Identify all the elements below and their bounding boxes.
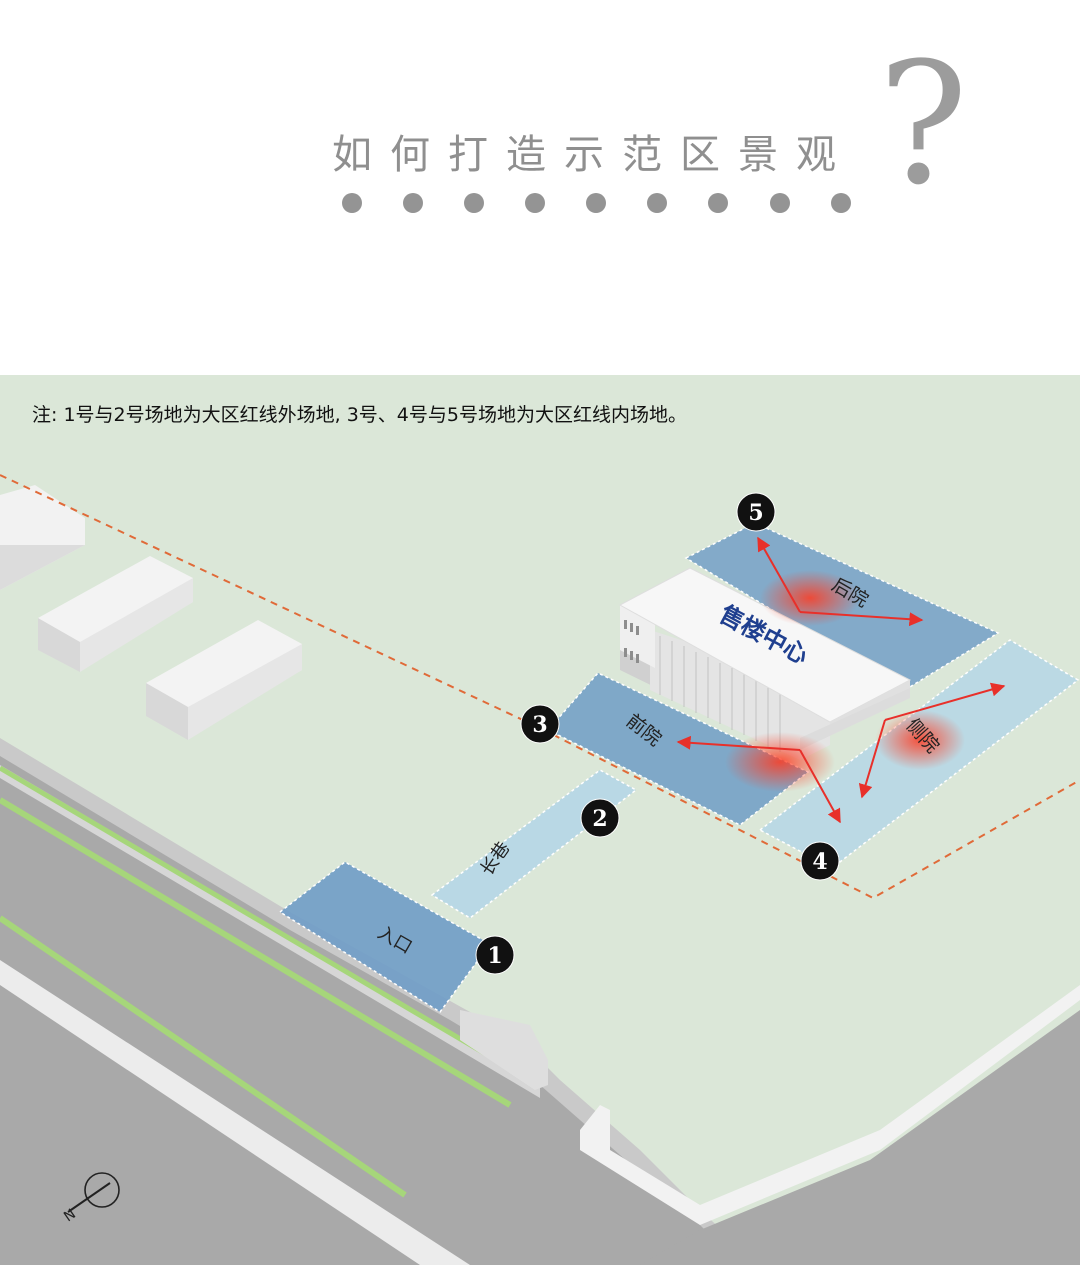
title-dot [342, 193, 362, 213]
zone-4-number: 4 [812, 849, 827, 875]
zone-5-marker: 5 [736, 492, 776, 532]
title-dot [708, 193, 728, 213]
question-mark-icon: ? [878, 26, 969, 222]
title-dot [831, 193, 851, 213]
header: 如何打造示范区景观 ? [0, 0, 1080, 375]
zone-3-number: 3 [532, 712, 547, 738]
title-dot [403, 193, 423, 213]
title-dot [770, 193, 790, 213]
site-note: 注: 1号与2号场地为大区红线外场地, 3号、4号与5号场地为大区红线内场地。 [32, 404, 687, 426]
title-dot [647, 193, 667, 213]
zone-4-marker: 4 [800, 841, 840, 881]
zone-3-marker: 3 [520, 704, 560, 744]
red-boundary-line [0, 474, 1080, 900]
zone-1-marker: 1 [475, 935, 515, 975]
sales-center-building [618, 567, 912, 760]
zone-5-number: 5 [748, 500, 763, 526]
site-map: 售楼中心 入口 长巷 前院 侧院 后院 1 2 3 4 5 [0, 375, 1080, 1265]
zone-1-number: 1 [487, 943, 502, 969]
zone-2-marker: 2 [580, 798, 620, 838]
zone-2-area [430, 769, 638, 919]
site-map-svg: 售楼中心 入口 长巷 前院 侧院 后院 1 2 3 4 5 [0, 474, 1080, 1265]
zone-2-number: 2 [592, 806, 607, 832]
title-dot [586, 193, 606, 213]
view-arrows [676, 536, 1006, 824]
neighbor-buildings [0, 485, 302, 740]
page-title: 如何打造示范区景观 [332, 132, 854, 178]
title-dot [464, 193, 484, 213]
title-dot [525, 193, 545, 213]
road [0, 738, 1080, 1265]
